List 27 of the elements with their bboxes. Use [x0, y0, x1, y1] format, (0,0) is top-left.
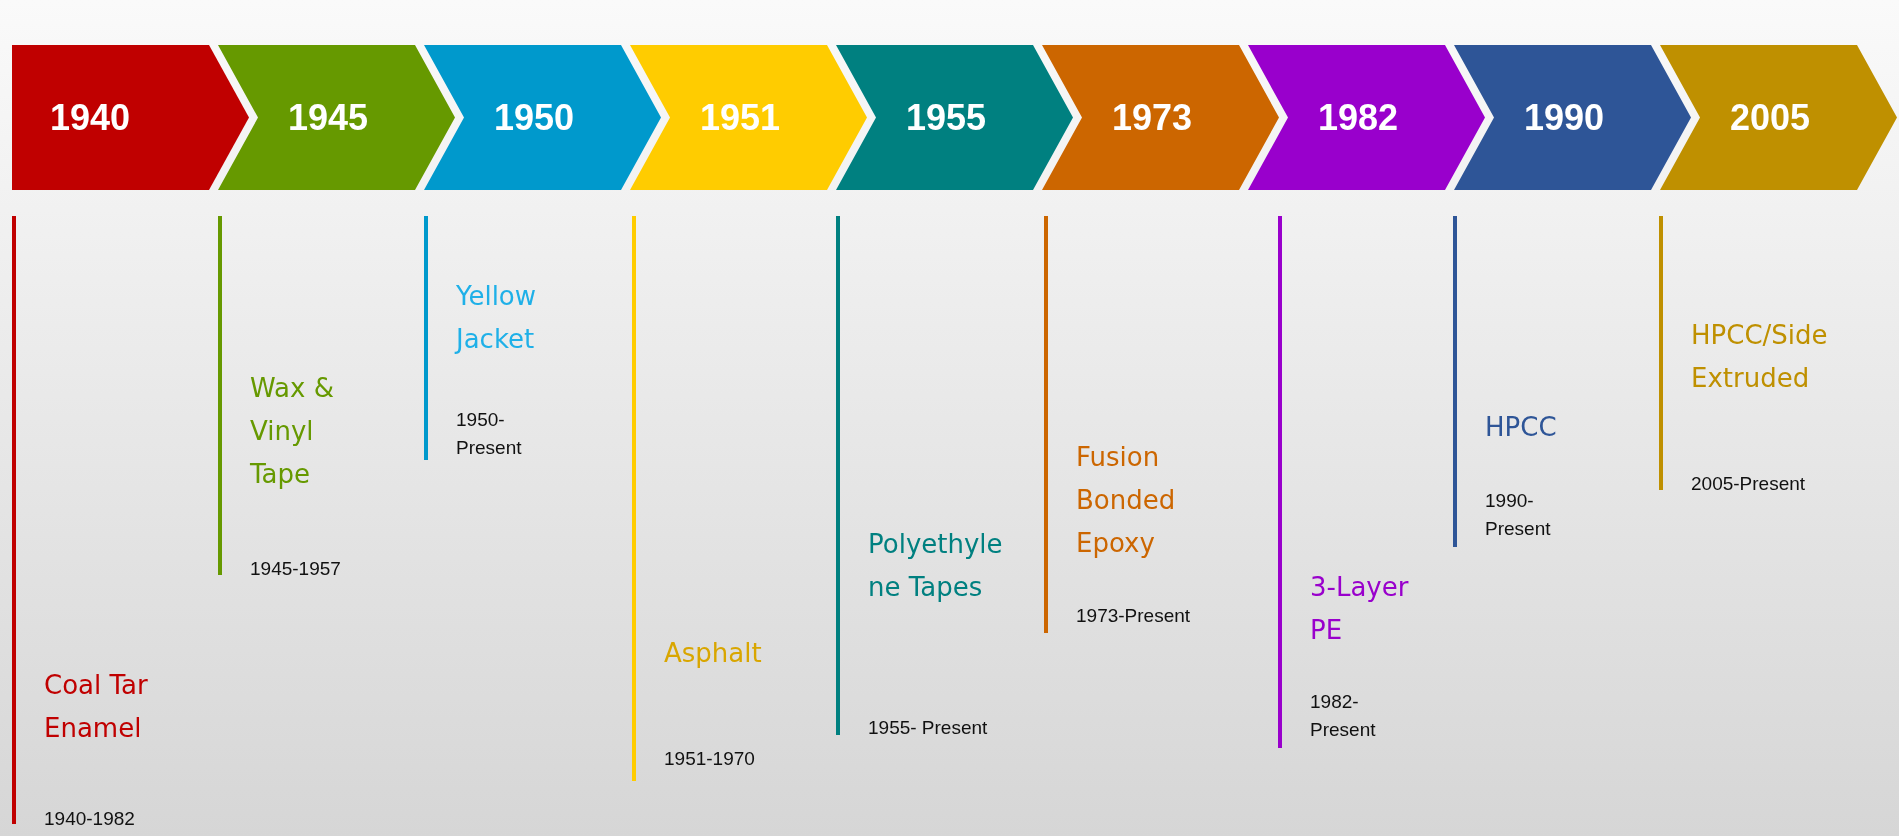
coating-name: Yellow Jacket	[456, 280, 538, 356]
year-label: 1982	[1318, 97, 1399, 138]
year-label: 1950	[494, 97, 575, 138]
date-range: 1940-1982	[44, 807, 136, 831]
year-label: 1945	[288, 97, 369, 138]
date-range: 1951-1970	[664, 747, 756, 771]
year-label: 1951	[700, 97, 781, 138]
coating-name: HPCC	[1485, 411, 1558, 444]
year-label: 1940	[50, 97, 131, 138]
year-label: 1955	[906, 97, 987, 138]
coating-name: Coal Tar Enamel	[44, 669, 149, 745]
coating-name: Fusion Bonded Epoxy	[1076, 441, 1177, 560]
date-range: 1950- Present	[456, 408, 523, 460]
date-range: 1990- Present	[1485, 489, 1552, 541]
date-range: 1982- Present	[1310, 690, 1377, 742]
coating-name: Asphalt	[664, 637, 763, 670]
date-range: 1945-1957	[250, 557, 342, 581]
coating-name: 3-Layer PE	[1310, 571, 1410, 647]
date-range: 1955- Present	[868, 716, 989, 740]
year-label: 1990	[1524, 97, 1605, 138]
year-label: 1973	[1112, 97, 1193, 138]
coating-name: Wax & Vinyl Tape	[250, 372, 335, 491]
date-range: 2005-Present	[1691, 472, 1807, 496]
date-range: 1973-Present	[1076, 604, 1192, 628]
coating-name: HPCC/Side Extruded	[1691, 319, 1829, 395]
year-label: 2005	[1730, 97, 1811, 138]
coating-name: Polyethyle ne Tapes	[868, 528, 1004, 604]
